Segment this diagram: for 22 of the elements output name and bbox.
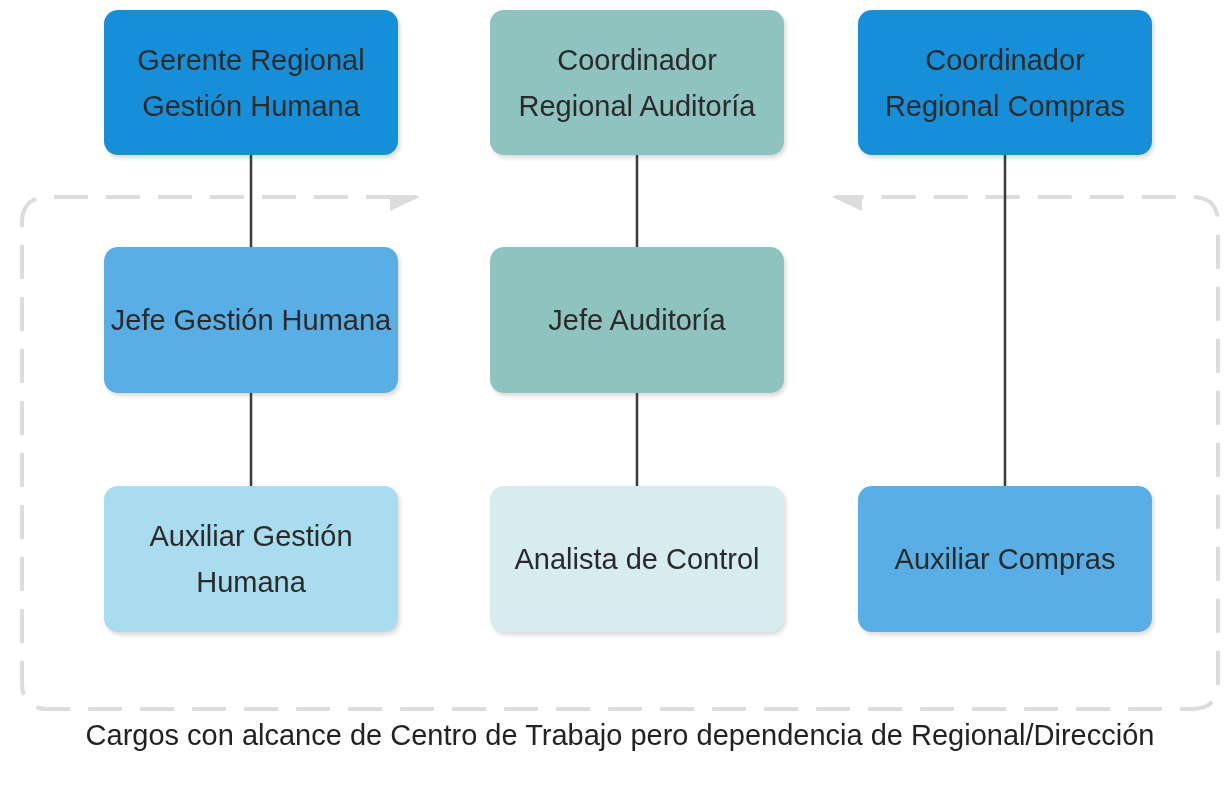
- connector-line: [635, 155, 639, 247]
- position-box: [858, 486, 1152, 632]
- position-box: [490, 247, 784, 393]
- connector-line: [635, 393, 639, 486]
- position-box: [858, 10, 1152, 155]
- position-box: [490, 10, 784, 155]
- connector-line: [249, 393, 253, 486]
- position-title: Analista de Control: [513, 542, 761, 577]
- group-caption: Cargos con alcance de Centro de Trabajo pero dependencia de Regional/Dirección: [84, 718, 1156, 753]
- position-title: Auxiliar Compras: [893, 542, 1117, 577]
- position-box: [104, 10, 398, 155]
- position-title: Coordinador Regional Compras: [883, 42, 1127, 124]
- position-title: Coordinador Regional Auditoría: [517, 42, 757, 124]
- position-title: Gerente Regional Gestión Humana: [136, 42, 366, 124]
- position-title: Auxiliar Gestión Humana: [148, 519, 354, 600]
- position-box: [104, 486, 398, 632]
- connector-line: [249, 155, 253, 247]
- connector-line: [1003, 155, 1007, 486]
- position-title: Jefe Gestión Humana: [109, 303, 393, 338]
- position-title: Jefe Auditoría: [547, 303, 727, 338]
- position-box: [104, 247, 398, 393]
- position-box: [490, 486, 784, 632]
